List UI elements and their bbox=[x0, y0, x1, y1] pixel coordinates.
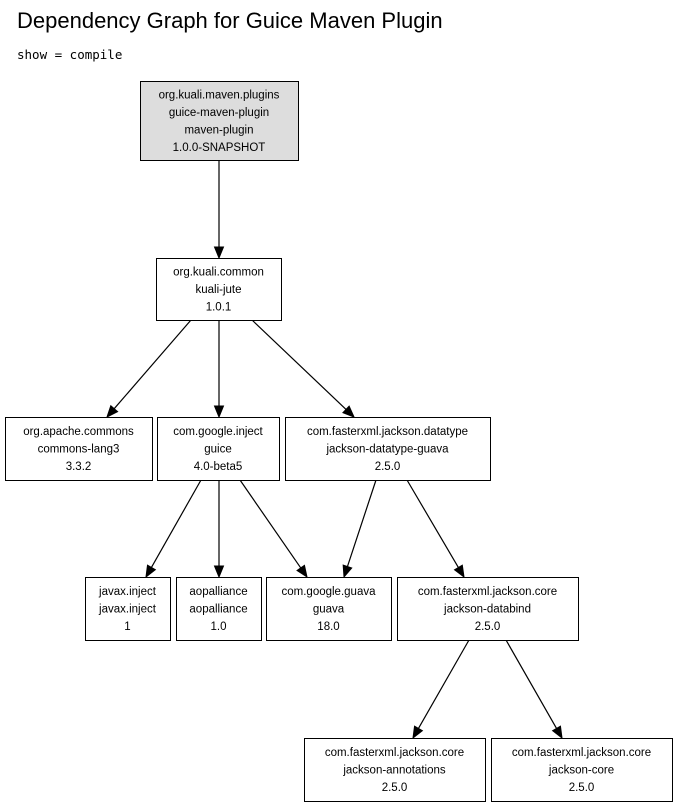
node-aopalliance: aopalliance aopalliance 1.0 bbox=[176, 577, 262, 641]
arrowhead bbox=[145, 564, 157, 579]
edge-line bbox=[406, 479, 459, 568]
node-box bbox=[85, 577, 171, 641]
arrowhead bbox=[213, 405, 225, 419]
node-javax-inject: javax.inject javax.inject 1 bbox=[85, 577, 171, 641]
edge-line bbox=[251, 319, 347, 410]
edge-line bbox=[239, 479, 302, 569]
node-box bbox=[157, 417, 280, 481]
node-label-line: aopalliance bbox=[189, 604, 247, 616]
node-label-line: maven-plugin bbox=[184, 124, 253, 136]
edges-layer bbox=[106, 160, 563, 740]
node-label-line: commons-lang3 bbox=[38, 444, 120, 456]
edge-root-to-kuali_jute bbox=[213, 160, 225, 260]
node-box bbox=[266, 577, 392, 641]
node-box bbox=[176, 577, 262, 641]
node-label-line: com.fasterxml.jackson.core bbox=[512, 747, 651, 759]
node-label-line: 4.0-beta5 bbox=[194, 461, 243, 473]
node-box bbox=[140, 81, 299, 161]
node-datatype-guava: com.fasterxml.jackson.datatype jackson-da… bbox=[285, 417, 491, 481]
node-box bbox=[304, 738, 486, 802]
edge-datatype_guava-to-guava bbox=[342, 479, 377, 579]
node-label-line: 1.0.0-SNAPSHOT bbox=[173, 142, 266, 154]
edge-line bbox=[346, 479, 377, 567]
node-label-line: com.google.inject bbox=[173, 426, 263, 438]
node-commons-lang3: org.apache.commons commons-lang3 3.3.2 bbox=[5, 417, 153, 481]
node-kuali-jute: org.kuali.common kuali-jute 1.0.1 bbox=[156, 258, 282, 321]
node-label-line: guava bbox=[313, 604, 345, 616]
edge-databind-to-core bbox=[505, 639, 563, 740]
scope-filter-label: show = compile bbox=[17, 47, 123, 62]
edge-guice-to-aopalliance bbox=[213, 480, 225, 579]
node-box bbox=[156, 258, 282, 321]
edge-guice-to-guava bbox=[239, 479, 308, 579]
arrowhead bbox=[213, 246, 225, 260]
page-title: Dependency Graph for Guice Maven Plugin bbox=[17, 8, 443, 33]
arrowhead bbox=[213, 565, 225, 579]
arrowhead bbox=[296, 564, 308, 579]
nodes-layer: org.kuali.maven.plugins guice-maven-plugi… bbox=[5, 81, 673, 802]
node-box bbox=[491, 738, 673, 802]
edge-kuali_jute-to-guice bbox=[213, 320, 225, 419]
node-label-line: jackson-datatype-guava bbox=[325, 444, 449, 456]
node-label-line: org.kuali.common bbox=[173, 267, 264, 279]
node-label-line: guice-maven-plugin bbox=[169, 107, 269, 119]
node-label-line: com.fasterxml.jackson.core bbox=[418, 586, 557, 598]
node-databind: com.fasterxml.jackson.core jackson-databi… bbox=[397, 577, 579, 641]
node-guice: com.google.inject guice 4.0-beta5 bbox=[157, 417, 280, 481]
node-annotations: com.fasterxml.jackson.core jackson-annota… bbox=[304, 738, 486, 802]
node-root: org.kuali.maven.plugins guice-maven-plugi… bbox=[140, 81, 299, 161]
node-label-line: 18.0 bbox=[317, 621, 339, 633]
edge-kuali_jute-to-datatype_guava bbox=[251, 319, 355, 418]
node-guava: com.google.guava guava 18.0 bbox=[266, 577, 392, 641]
edge-kuali_jute-to-commons_lang3 bbox=[106, 319, 192, 418]
node-box bbox=[397, 577, 579, 641]
node-label-line: com.fasterxml.jackson.datatype bbox=[307, 426, 468, 438]
node-label-line: 1 bbox=[124, 621, 130, 633]
edge-line bbox=[113, 319, 192, 410]
arrowhead bbox=[551, 725, 563, 740]
node-label-line: 3.3.2 bbox=[66, 461, 92, 473]
arrowhead bbox=[342, 564, 353, 579]
node-label-line: com.google.guava bbox=[282, 586, 377, 598]
node-label-line: com.fasterxml.jackson.core bbox=[325, 747, 464, 759]
node-label-line: 2.5.0 bbox=[375, 461, 401, 473]
node-core: com.fasterxml.jackson.core jackson-core 2.… bbox=[491, 738, 673, 802]
node-box bbox=[285, 417, 491, 481]
edge-line bbox=[150, 479, 202, 568]
node-box bbox=[5, 417, 153, 481]
edge-guice-to-javax_inject bbox=[145, 479, 202, 579]
edge-line bbox=[505, 639, 558, 729]
edge-line bbox=[417, 639, 470, 729]
arrowhead bbox=[106, 404, 119, 418]
node-label-line: 2.5.0 bbox=[569, 782, 595, 794]
arrowhead bbox=[412, 725, 424, 740]
node-label-line: jackson-databind bbox=[443, 604, 531, 616]
node-label-line: javax.inject bbox=[98, 604, 157, 616]
node-label-line: org.apache.commons bbox=[23, 426, 134, 438]
node-label-line: jackson-annotations bbox=[342, 765, 446, 777]
node-label-line: 2.5.0 bbox=[475, 621, 501, 633]
edge-datatype_guava-to-databind bbox=[406, 479, 465, 579]
node-label-line: guice bbox=[204, 444, 232, 456]
node-label-line: org.kuali.maven.plugins bbox=[159, 89, 280, 101]
edge-databind-to-annotations bbox=[412, 639, 470, 740]
node-label-line: aopalliance bbox=[189, 586, 247, 598]
arrowhead bbox=[453, 564, 465, 579]
node-label-line: 1.0 bbox=[211, 621, 227, 633]
node-label-line: javax.inject bbox=[98, 586, 157, 598]
node-label-line: jackson-core bbox=[548, 765, 614, 777]
node-label-line: 2.5.0 bbox=[382, 782, 408, 794]
arrowhead bbox=[342, 405, 355, 418]
node-label-line: kuali-jute bbox=[195, 284, 241, 296]
node-label-line: 1.0.1 bbox=[206, 302, 232, 314]
